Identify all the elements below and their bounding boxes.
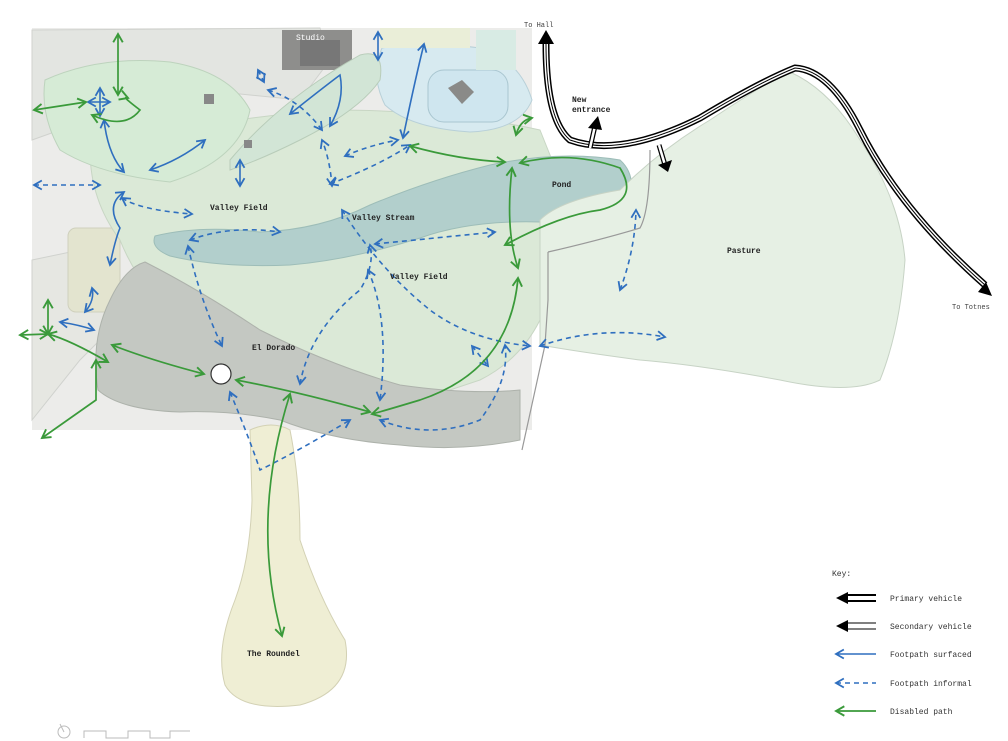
key-label-surfaced: Footpath surfaced [890, 651, 972, 660]
label-to-hall: To Hall [524, 22, 553, 30]
to-hall-arrow-icon [538, 30, 554, 44]
label-to-totnes: To Totnes [952, 304, 990, 312]
key-item-primary-vehicle: Primary vehicle [836, 592, 962, 604]
label-valley-field-upper: Valley Field [210, 204, 268, 213]
key-item-footpath-informal: Footpath informal [834, 677, 972, 689]
label-valley-field-lower: Valley Field [390, 273, 448, 282]
label-pond: Pond [552, 181, 571, 190]
el-dorado-marker-icon [210, 363, 232, 385]
new-entrance-arrow-icon [588, 116, 602, 130]
to-totnes-arrow-icon [978, 282, 992, 296]
key-item-disabled-path: Disabled path [834, 705, 953, 717]
key-item-footpath-surfaced: Footpath surfaced [834, 648, 972, 660]
label-valley-stream: Valley Stream [352, 214, 415, 223]
pasture-area [539, 71, 906, 388]
key-label-disabled: Disabled path [890, 708, 953, 717]
key-label-primary: Primary vehicle [890, 595, 962, 604]
compass-icon [57, 723, 71, 739]
label-studio: Studio [296, 34, 325, 43]
key-item-secondary-vehicle: Secondary vehicle [836, 620, 972, 632]
pasture-entrance-arrow-icon [658, 160, 672, 172]
label-pasture: Pasture [727, 247, 761, 256]
key-label-informal: Footpath informal [890, 680, 972, 689]
label-el-dorado: El Dorado [252, 344, 295, 353]
label-new-entrance-line2: entrance [572, 106, 611, 115]
key-label-secondary: Secondary vehicle [890, 623, 972, 632]
place-labels: Studio To Hall New entrance Valley Field… [210, 22, 990, 659]
scale-bar-icon [83, 730, 190, 739]
map-key: Key: Primary vehicle Secondary vehicle F… [832, 570, 972, 717]
base-landscape [31, 27, 906, 707]
roundel-area [221, 424, 347, 707]
key-title: Key: [832, 570, 851, 579]
label-new-entrance-line1: New [572, 96, 587, 105]
label-the-roundel: The Roundel [247, 650, 300, 659]
disabled-paths [18, 32, 628, 638]
vehicle-routes [538, 30, 992, 296]
